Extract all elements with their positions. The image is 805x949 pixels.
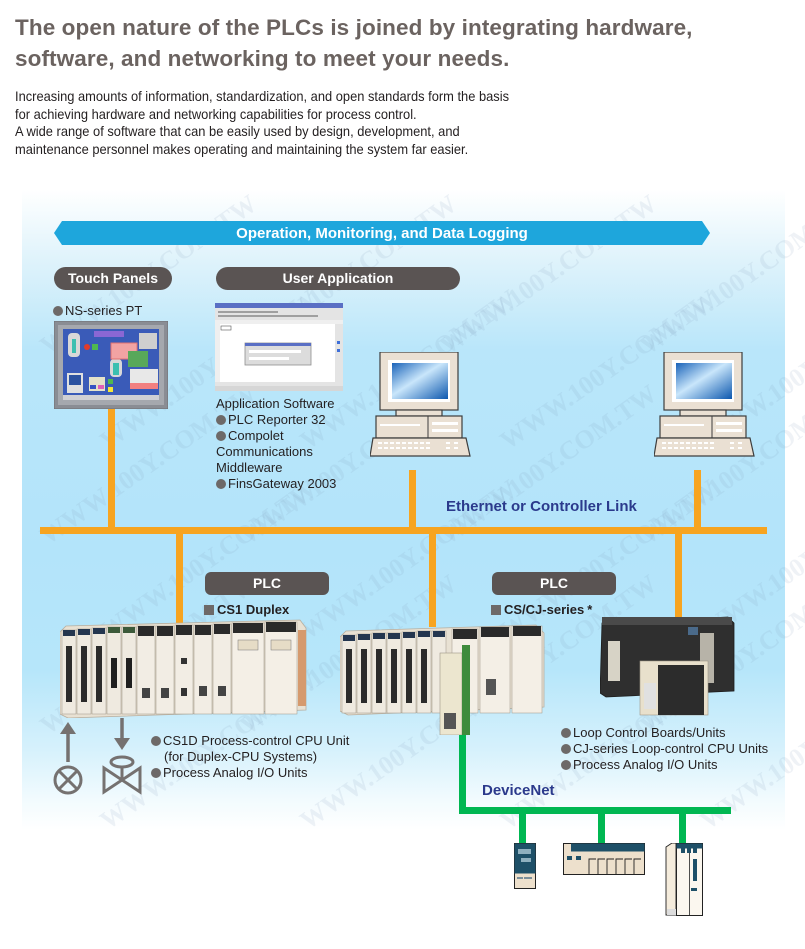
bullet-icon — [561, 760, 571, 770]
devicenet-drop-device-1 — [519, 807, 526, 845]
plc-right-header: PLC — [492, 572, 616, 595]
page-headline: The open nature of the PLCs is joined by… — [15, 12, 805, 74]
bullet-icon — [216, 431, 226, 441]
software-item-finsgateway: FinsGateway 2003 — [216, 476, 336, 492]
software-item-compolet: Compolet — [216, 428, 336, 444]
computer-left-icon — [370, 352, 472, 472]
devicenet-network-label: DeviceNet — [482, 782, 555, 799]
plc-left-feature: Process Analog I/O Units — [151, 765, 349, 781]
headline-line-2: software, and networking to meet your ne… — [15, 46, 510, 71]
touch-panel-device-image — [54, 321, 168, 409]
plc-left-feature-list: CS1D Process-control CPU Unit (for Duple… — [151, 733, 349, 781]
devicenet-slave-device-small-icon — [514, 843, 536, 889]
bullet-icon — [53, 306, 63, 316]
ethernet-drop-pc-left — [409, 470, 416, 533]
plc-cj-series-image — [600, 613, 736, 717]
square-bullet-icon — [491, 605, 501, 615]
bullet-icon — [151, 736, 161, 746]
ethernet-drop-touch-panel — [108, 409, 115, 533]
devicenet-inverter-icon — [664, 843, 704, 917]
bullet-icon — [561, 744, 571, 754]
section-band-title: Operation, Monitoring, and Data Logging — [54, 221, 710, 245]
application-software-list: Application Software PLC Reporter 32 Com… — [216, 396, 336, 492]
intro-line: for achieving hardware and networking ca… — [15, 105, 417, 122]
bullet-icon — [561, 728, 571, 738]
user-application-header: User Application — [216, 267, 460, 290]
devicenet-drop-device-2 — [598, 807, 605, 845]
plc-left-feature-continuation: (for Duplex-CPU Systems) — [164, 749, 318, 764]
devicenet-io-terminal-icon — [563, 843, 645, 875]
ethernet-network-label: Ethernet or Controller Link — [446, 498, 637, 515]
ethernet-drop-plc-duplex — [176, 527, 183, 627]
plc-right-feature-list: Loop Control Boards/Units CJ-series Loop… — [561, 725, 768, 773]
computer-right-icon — [654, 352, 756, 472]
plc-left-header: PLC — [205, 572, 329, 595]
control-valve-icon — [102, 718, 144, 796]
ethernet-drop-plc-cs — [429, 527, 436, 627]
plc-right-feature: Loop Control Boards/Units — [561, 725, 768, 741]
plc-left-feature: CS1D Process-control CPU Unit — [151, 733, 349, 749]
plc-cs-series-image — [340, 623, 548, 735]
headline-line-1: The open nature of the PLCs is joined by… — [15, 15, 693, 40]
plc-left-series-label: CS1 Duplex — [204, 602, 289, 618]
devicenet-drop-device-3 — [679, 807, 686, 845]
intro-paragraph: Increasing amounts of information, stand… — [15, 88, 733, 158]
intro-line: Increasing amounts of information, stand… — [15, 88, 510, 104]
plc-right-feature: Process Analog I/O Units — [561, 757, 768, 773]
software-item-compolet-line3: Middleware — [216, 460, 283, 475]
intro-line: A wide range of software that can be eas… — [15, 123, 460, 140]
ethernet-drop-plc-cj — [675, 527, 682, 617]
bullet-icon — [151, 768, 161, 778]
plc-right-feature: CJ-series Loop-control CPU Units — [561, 741, 768, 757]
software-item-compolet-line2: Communications — [216, 444, 313, 459]
bullet-icon — [216, 415, 226, 425]
plc-cs1-duplex-image — [60, 618, 312, 718]
software-item-plc-reporter: PLC Reporter 32 — [216, 412, 336, 428]
touch-panels-header: Touch Panels — [54, 267, 172, 290]
devicenet-drop-plc — [459, 735, 466, 814]
plc-right-series-label: CS/CJ-series* — [491, 602, 592, 618]
application-software-title: Application Software — [216, 396, 335, 411]
ns-series-pt-label: NS-series PT — [53, 303, 142, 319]
bullet-icon — [216, 479, 226, 489]
ethernet-bus-line — [40, 527, 767, 534]
devicenet-bus-line — [459, 807, 731, 814]
intro-line: maintenance personnel makes operating an… — [15, 140, 469, 157]
flow-sensor-icon — [48, 722, 90, 796]
diagram-background — [22, 190, 785, 830]
square-bullet-icon — [204, 605, 214, 615]
application-software-screenshot — [215, 303, 343, 391]
ethernet-drop-pc-right — [694, 470, 701, 533]
